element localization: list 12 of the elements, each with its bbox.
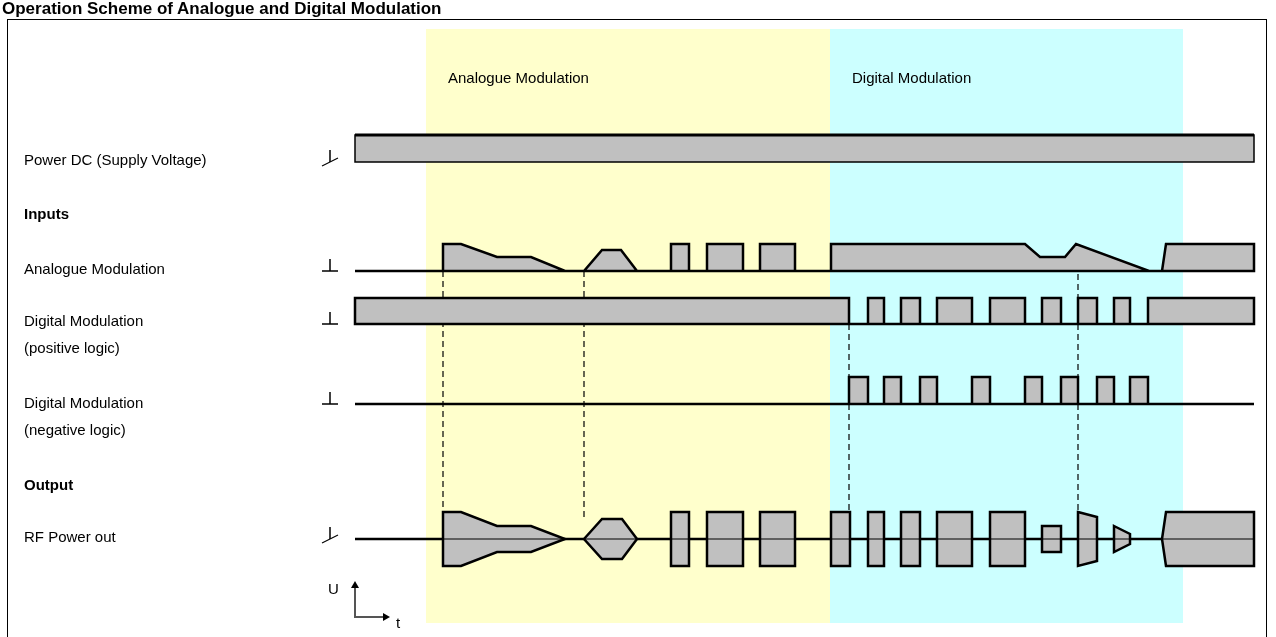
row-label: Analogue Modulation [24, 259, 165, 279]
row-label: Power DC (Supply Voltage) [24, 150, 207, 170]
row-label: t [396, 613, 401, 633]
diagram-title: Operation Scheme of Analogue and Digital Modulation [2, 0, 442, 18]
band-heading: Digital Modulation [852, 68, 972, 88]
row-label: U [328, 579, 339, 599]
row-label: RF Power out [24, 527, 116, 547]
row-label: Output [24, 475, 74, 495]
row-label: Digital Modulation (negative logic) [24, 393, 145, 440]
row-label: Inputs [24, 204, 69, 224]
band-heading: Analogue Modulation [448, 68, 589, 88]
row-label: Digital Modulation (positive logic) [24, 311, 145, 358]
